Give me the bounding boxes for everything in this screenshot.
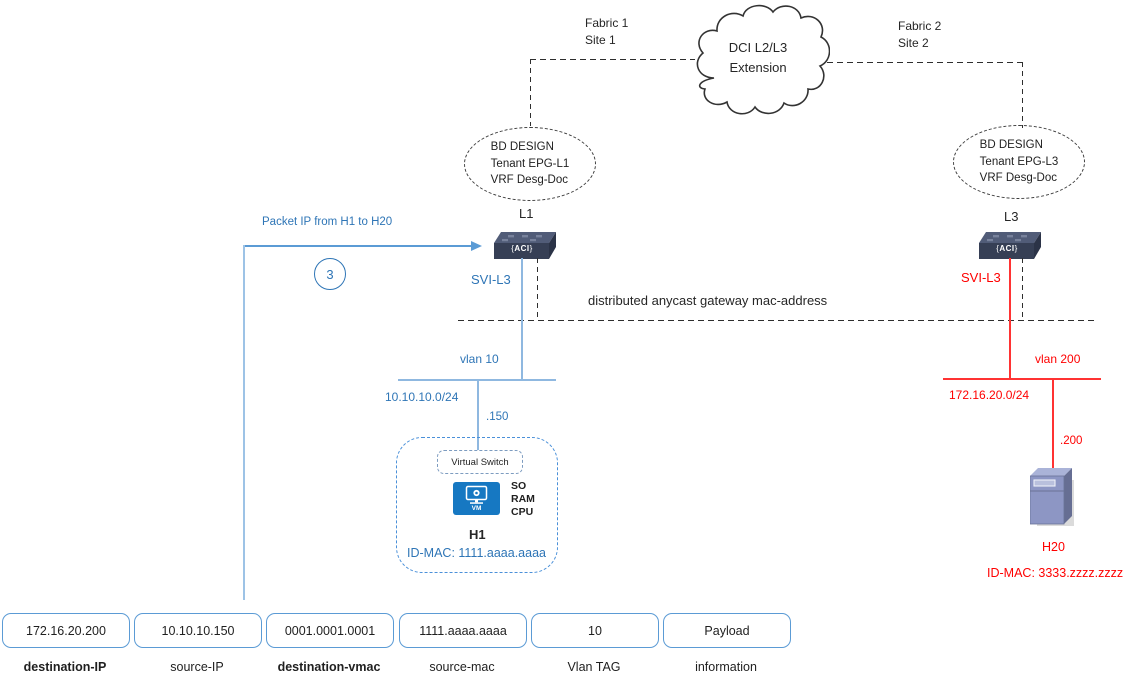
packet-field-destination-ip: 172.16.20.200 xyxy=(2,613,130,648)
h20-host-ip-label: .200 xyxy=(1060,435,1083,447)
bd-left-text: BD DESIGN Tenant EPG-L1 VRF Desg-Doc xyxy=(491,139,570,189)
l1-downlink-line xyxy=(521,258,523,379)
packet-field-label-destination-vmac: destination-vmac xyxy=(277,660,381,674)
vlan200-label: vlan 200 xyxy=(1035,352,1081,366)
bd-right-line2: Tenant EPG-L3 xyxy=(979,155,1059,168)
fabric1-name: Fabric 1 xyxy=(585,16,629,30)
packet-field-label-source-ip: source-IP xyxy=(170,660,224,674)
virtual-switch-label: Virtual Switch xyxy=(451,456,509,468)
virtual-switch-box: Virtual Switch xyxy=(437,450,523,474)
packet-field-destination-vmac: 0001.0001.0001 xyxy=(266,613,394,648)
packet-arrow-head-icon xyxy=(471,241,482,251)
site1-name: Site 1 xyxy=(585,33,616,47)
dci-cloud-icon xyxy=(686,2,831,120)
connector-cloud-right xyxy=(827,62,1023,64)
bd-design-left: BD DESIGN Tenant EPG-L1 VRF Desg-Doc xyxy=(464,127,596,201)
fabric1-label: Fabric 1 Site 1 xyxy=(585,15,628,49)
packet-field-value: 10.10.10.150 xyxy=(161,623,235,638)
aci-switch-icon-l1: ACI xyxy=(494,232,556,259)
h20-name: H20 xyxy=(1042,540,1065,554)
fabric2-name: Fabric 2 xyxy=(898,19,942,33)
packet-field-value: Payload xyxy=(704,623,750,638)
vm-spec-ram: RAM xyxy=(511,493,535,505)
subnet-right-label: 172.16.20.0/24 xyxy=(949,388,1030,402)
leaf-l3-name: L3 xyxy=(1004,209,1019,224)
vm-specs: SO RAM CPU xyxy=(511,480,535,519)
vm-spec-so: SO xyxy=(511,480,527,492)
bd-left-line1: BD DESIGN xyxy=(490,141,554,154)
bd-left-line3: VRF Desg-Doc xyxy=(490,174,568,187)
h1-name: H1 xyxy=(469,527,486,542)
packet-field-label-vlan-tag: Vlan TAG xyxy=(567,660,621,674)
svi-label-right: SVI-L3 xyxy=(961,270,1001,285)
packet-flow-label: Packet IP from H1 to H20 xyxy=(262,216,393,228)
vlan10-label: vlan 10 xyxy=(460,352,499,366)
aci-switch-icon-l3: ACI xyxy=(979,232,1041,259)
connector-right-down xyxy=(1022,62,1024,128)
packet-field-value: 10 xyxy=(588,623,602,638)
packet-field-label-destination-ip: destination-IP xyxy=(23,660,107,674)
packet-field-source-ip: 10.10.10.150 xyxy=(134,613,262,648)
h1-host-group xyxy=(396,437,558,573)
h20-id-mac: ID-MAC: 3333.zzzz.zzzz xyxy=(987,566,1124,580)
vm-icon-label: VM xyxy=(471,505,482,512)
packet-arrow-line xyxy=(243,245,473,247)
bd-right-line1: BD DESIGN xyxy=(979,139,1043,152)
gateway-label: distributed anycast gateway mac-address xyxy=(588,293,828,308)
h1-uplink-line xyxy=(477,379,479,452)
h1-host-ip-label: .150 xyxy=(486,411,509,423)
connector-left-down xyxy=(530,59,532,126)
vm-spec-cpu: CPU xyxy=(511,506,534,518)
step-number-badge: 3 xyxy=(314,258,346,290)
packet-field-value: 172.16.20.200 xyxy=(26,623,106,638)
vm-icon: VM xyxy=(453,482,500,515)
svi-label-left: SVI-L3 xyxy=(471,272,511,287)
subnet-left-label: 10.10.10.0/24 xyxy=(385,390,459,404)
aci-logo-l3: ACI xyxy=(979,244,1035,253)
leaf-l1-name: L1 xyxy=(519,206,534,221)
server-icon xyxy=(1029,468,1076,528)
bd-left-line2: Tenant EPG-L1 xyxy=(490,157,570,170)
packet-field-label-source-mac: source-mac xyxy=(429,660,495,674)
cloud-title-line1: DCI L2/L3 xyxy=(728,40,788,55)
connector-cloud-left xyxy=(530,59,695,61)
h1-id-mac: ID-MAC: 1111.aaaa.aaaa xyxy=(407,546,546,560)
packet-flow-vertical-line xyxy=(243,245,245,600)
packet-field-source-mac: 1111.aaaa.aaaa xyxy=(399,613,527,648)
packet-field-vlan-tag: 10 xyxy=(531,613,659,648)
aci-logo-l1: ACI xyxy=(494,244,550,253)
fabric2-label: Fabric 2 Site 2 xyxy=(898,18,941,52)
packet-field-label-information: information xyxy=(695,660,757,674)
vlan200-bus-line xyxy=(943,378,1101,380)
gateway-stub-right xyxy=(1022,258,1024,320)
step-number: 3 xyxy=(326,266,334,282)
packet-field-value: 0001.0001.0001 xyxy=(284,623,376,638)
packet-field-payload: Payload xyxy=(663,613,791,648)
packet-field-value: 1111.aaaa.aaaa xyxy=(419,623,507,638)
cloud-title-line2: Extension xyxy=(729,60,787,75)
bd-right-line3: VRF Desg-Doc xyxy=(979,172,1057,185)
gateway-dashed-line xyxy=(458,320,1094,322)
gateway-stub-left xyxy=(537,258,539,320)
cloud-title: DCI L2/L3 Extension xyxy=(686,38,830,78)
site2-name: Site 2 xyxy=(898,36,929,50)
h20-uplink-line xyxy=(1052,378,1054,470)
l3-downlink-line xyxy=(1009,258,1011,378)
bd-right-text: BD DESIGN Tenant EPG-L3 VRF Desg-Doc xyxy=(980,137,1059,187)
bd-design-right: BD DESIGN Tenant EPG-L3 VRF Desg-Doc xyxy=(953,125,1085,199)
